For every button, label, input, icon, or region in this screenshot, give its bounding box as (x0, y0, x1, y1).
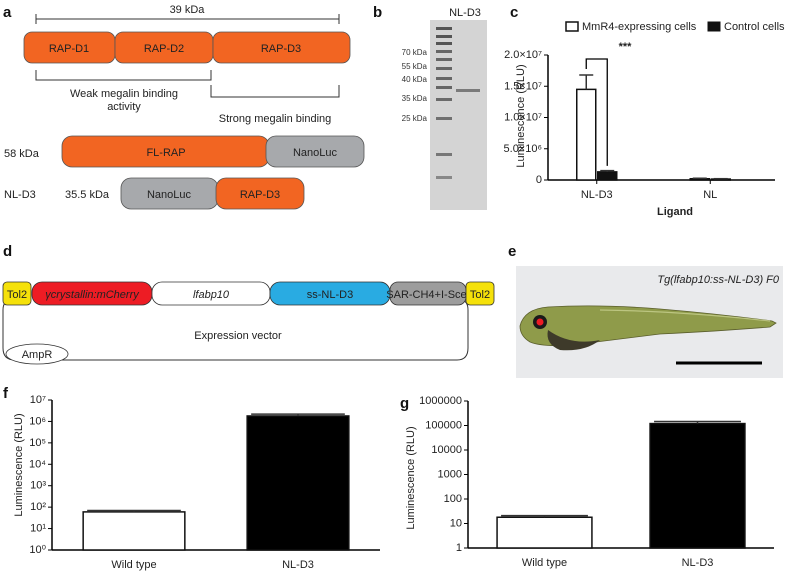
chart-g: Luminescence (RLU) 1 10 100 1000 10000 100000… (405, 395, 774, 569)
y-tick-label: 10⁴ (29, 458, 46, 470)
y-tick-label: 100000 (425, 420, 462, 432)
ladder-bands (436, 27, 452, 179)
panel-label-g: g (400, 395, 409, 412)
bar-c (597, 171, 618, 181)
marker-25: 25 kDa (402, 114, 428, 123)
size-label: 39 kDa (170, 4, 206, 16)
mcherry-label: γcrystallin:mCherry (45, 289, 140, 301)
y-tick-label-c: 5.0×10⁶ (504, 143, 542, 155)
legend-label-control: Control cells (724, 21, 785, 33)
legend-c: MmR4-expressing cells Control cells (565, 21, 785, 33)
gel-image (430, 20, 487, 210)
y-tick-label: 10⁵ (29, 437, 46, 449)
y-tick-label: 10 (450, 518, 462, 530)
marker-35: 35 kDa (402, 94, 428, 103)
domain-rap-d1-label: RAP-D1 (49, 43, 89, 55)
domain-rap-d3 (212, 31, 351, 64)
nl-name-label: NL-D3 (4, 189, 36, 201)
panel-label-e: e (508, 243, 516, 260)
panel-label-c: c (510, 4, 518, 21)
domain-rap-d3-label: RAP-D3 (261, 43, 301, 55)
tol2-right-label: Tol2 (470, 289, 490, 301)
marker-70: 70 kDa (402, 48, 428, 57)
fl-nanoluc-label: NanoLuc (293, 147, 338, 159)
y-tick-label: 1000 (438, 469, 462, 481)
significance-bracket (585, 58, 608, 166)
marker-40: 40 kDa (402, 75, 428, 84)
y-tick-label: 10⁷ (30, 394, 46, 406)
y-tick-label-c: 2.0×10⁷ (504, 49, 542, 61)
panel-label-d: d (3, 243, 12, 260)
panel-a: 39 kDa RAP-D1 RAP-D2 RAP-D3 Weak megalin… (4, 4, 365, 210)
nl-rap-d3-domain (215, 177, 305, 210)
ampr-element (5, 343, 69, 365)
fish-photo-title: Tg(lfabp10:ss-NL-D3) F0 (657, 274, 780, 286)
y-tick-label: 100 (444, 493, 462, 505)
panel-d: Tol2 γcrystallin:mCherry lfabp10 ss-NL-D… (2, 281, 495, 365)
bar (649, 422, 746, 549)
x-tick-label: NL-D3 (682, 557, 714, 569)
fl-rap-label: FL-RAP (146, 147, 185, 159)
ampr-label: AmpR (22, 349, 53, 361)
bar-c (576, 88, 597, 181)
x-axis-label-c: Ligand (657, 206, 693, 218)
significance-annotation: *** (619, 41, 633, 53)
panel-label-a: a (3, 4, 12, 21)
tol2-left-label: Tol2 (7, 289, 27, 301)
y-tick-label: 1 (456, 542, 462, 554)
strong-label: Strong megalin binding (219, 113, 332, 125)
bar (82, 511, 186, 551)
lfabp10-label: lfabp10 (193, 289, 230, 301)
panel-e: Tg(lfabp10:ss-NL-D3) F0 (516, 266, 783, 378)
x-tick-label: NL-D3 (282, 559, 314, 571)
bar (246, 415, 350, 551)
nl-rap-d3-label: RAP-D3 (240, 189, 280, 201)
legend-swatch-control (707, 21, 721, 32)
weak-label-2: activity (107, 101, 141, 113)
y-tick-label: 10⁶ (29, 415, 46, 427)
y-axis-label-f: Luminescence (RLU) (13, 413, 25, 516)
panel-label-b: b (373, 4, 382, 21)
zebrafish-larva-image (519, 305, 777, 351)
weak-label-1: Weak megalin binding (70, 88, 178, 100)
nl-nanoluc-label: NanoLuc (147, 189, 192, 201)
tol2-right (465, 281, 495, 306)
strong-bracket (210, 85, 340, 98)
y-tick-label: 10³ (30, 480, 46, 492)
ss-nl-d3-label: ss-NL-D3 (307, 289, 353, 301)
x-tick-label-c: NL-D3 (581, 189, 613, 201)
panel-b: NL-D3 70 kDa 55 kDa 40 kDa 35 kDa 25 kDa (402, 7, 487, 210)
legend-swatch-mmr4 (565, 21, 579, 32)
x-tick-label-c: NL (703, 189, 717, 201)
panel-label-f: f (3, 385, 9, 402)
y-tick-label-c: 0 (536, 174, 542, 186)
bar (496, 516, 593, 549)
sar-label: SAR-CH4+I-SceI (386, 289, 469, 301)
chart-c: MmR4-expressing cells Control cells *** … (504, 21, 786, 218)
y-tick-label: 10⁰ (29, 544, 46, 556)
tol2-left (2, 281, 32, 306)
weak-bracket (35, 70, 212, 81)
y-tick-label: 10² (30, 501, 46, 513)
y-axis-label-g: Luminescence (RLU) (405, 426, 417, 529)
y-tick-label: 1000000 (419, 395, 462, 407)
legend-label-mmr4: MmR4-expressing cells (582, 21, 697, 33)
fl-kda-label: 58 kDa (4, 148, 40, 160)
chart-f: Luminescence (RLU) 10⁰ 10¹ 10² 10³ 10⁴ 10⁵ 10⁶… (13, 394, 380, 571)
marker-55: 55 kDa (402, 62, 428, 71)
gel-lane-label: NL-D3 (449, 7, 481, 19)
vector-label: Expression vector (194, 330, 282, 342)
y-tick-label-c: 1.0×10⁷ (504, 112, 542, 124)
x-tick-label: Wild type (522, 557, 567, 569)
y-tick-label: 10¹ (30, 523, 46, 535)
y-tick-label-c: 1.5×10⁷ (504, 80, 542, 92)
domain-rap-d2-label: RAP-D2 (144, 43, 184, 55)
x-tick-label: Wild type (111, 559, 156, 571)
y-axis-label-c: Luminescence (RLU) (515, 64, 527, 167)
y-tick-label: 10000 (431, 444, 462, 456)
nl-kda-label: 35.5 kDa (65, 189, 110, 201)
fl-nanoluc-domain (265, 135, 365, 168)
nl-d3-band (456, 89, 480, 92)
